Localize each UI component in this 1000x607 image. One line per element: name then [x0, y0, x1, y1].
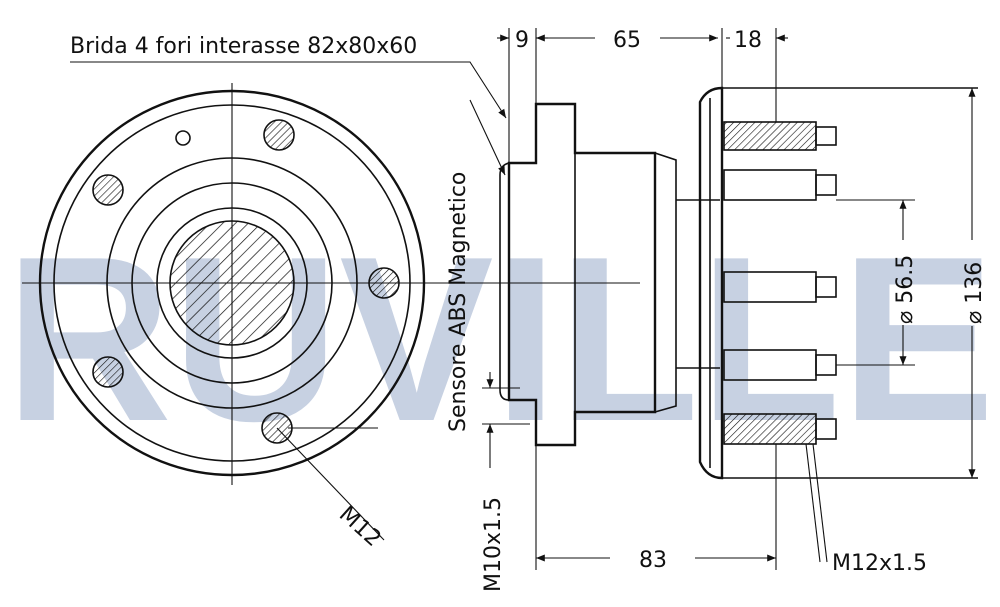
abs-sensor-note: Sensore ABS Magnetico — [446, 99, 506, 432]
stud-hole-left-lower — [92, 356, 124, 388]
thread-m12-label: M12 — [334, 502, 386, 552]
front-view: M12 — [22, 83, 640, 552]
hub-taper — [654, 152, 677, 413]
dim-65-text: 65 — [613, 28, 641, 53]
thread-m12x15-label: M12x1.5 — [832, 551, 927, 576]
abs-sensor-text: Sensore ABS Magnetico — [446, 172, 471, 432]
thread-m10-label: M10x1.5 — [481, 497, 506, 592]
stud-2 — [723, 169, 817, 201]
stud-1-tip — [815, 126, 837, 146]
m12-leader — [276, 427, 385, 541]
flange-note-text: Brida 4 fori interasse 82x80x60 — [70, 34, 417, 59]
dimensions: 9 65 18 83 ⌀ 56.5 ⌀ 136 M10x1.5 M12x1.5 — [481, 28, 987, 592]
dim-18-text: 18 — [734, 28, 762, 53]
dim-56-text: ⌀ 56.5 — [893, 255, 918, 324]
stud-hole-top — [263, 119, 295, 151]
flange-note: Brida 4 fori interasse 82x80x60 — [70, 34, 507, 119]
stud-1 — [723, 121, 817, 151]
studs-side — [723, 121, 837, 445]
dim-136-text: ⌀ 136 — [962, 262, 987, 324]
stud-5-tip — [815, 418, 837, 440]
dim-83-text: 83 — [639, 548, 667, 573]
abs-sensor-leader — [469, 99, 506, 176]
stud-5 — [723, 413, 817, 445]
stud-2-tip — [815, 174, 837, 196]
m12x15-leader-2 — [812, 443, 828, 563]
dim-9-text: 9 — [515, 28, 529, 53]
flange-note-leader — [70, 61, 507, 119]
stud-hole-left-upper — [92, 174, 124, 206]
m12x15-leader-1 — [805, 443, 821, 563]
pilot-hole — [175, 130, 191, 146]
abs-ring — [499, 162, 510, 401]
stud-3-tip — [815, 276, 837, 298]
